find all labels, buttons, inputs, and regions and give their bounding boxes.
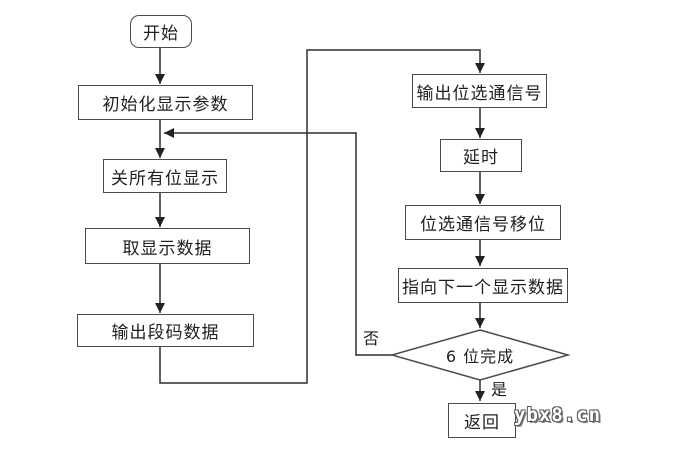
node-output-strobe-signal: 输出位选通信号 [412,74,547,108]
decision-6-digits-done-label: 6 位完成 [445,347,515,366]
node-output-segment-data: 输出段码数据 [77,314,254,347]
node-init-display-params: 初始化显示参数 [78,85,253,120]
connector-outputseg-to-strobe [159,49,485,384]
node-return: 返回 [448,403,516,438]
node-shift-strobe-signal: 位选通信号移位 [405,205,561,240]
node-point-next-data: 指向下一个显示数据 [398,268,568,303]
watermark: ybx8.cn [514,404,602,426]
connector-no-loop [164,128,392,356]
node-start: 开始 [130,15,192,48]
branch-label-yes: 是 [491,380,508,399]
decision-diamond-shape [389,329,571,381]
node-delay: 延时 [440,139,522,172]
node-fetch-display-data: 取显示数据 [85,228,250,264]
branch-label-no: 否 [363,329,380,348]
node-all-digits-off: 关所有位显示 [103,159,227,193]
